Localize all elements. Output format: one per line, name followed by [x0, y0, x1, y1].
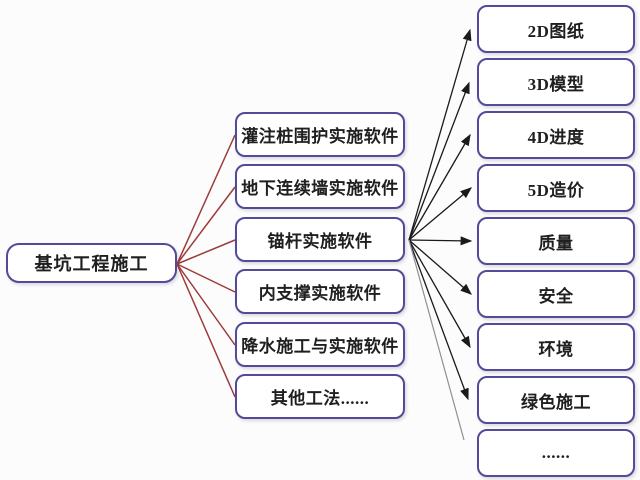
node-middle-other-methods: 其他工法...... — [235, 374, 405, 419]
node-middle-diaphragm-wall: 地下连续墙实施软件 — [235, 164, 405, 209]
node-right-3d-model: 3D模型 — [477, 58, 635, 106]
node-label: 其他工法...... — [270, 389, 370, 408]
node-right-safety: 安全 — [477, 270, 635, 318]
node-right-ellipsis: ...... — [477, 429, 635, 477]
link-middle-to-right-3 — [408, 133, 471, 241]
link-root-to-middle-6 — [176, 263, 236, 398]
node-label: 安全 — [538, 286, 574, 306]
node-label: 地下连续墙实施软件 — [241, 179, 399, 198]
node-label: 4D进度 — [527, 127, 585, 147]
link-middle-to-right-1 — [408, 28, 472, 241]
link-middle-to-right-7 — [408, 239, 471, 349]
node-label: 3D模型 — [527, 74, 585, 94]
link-root-to-middle-2 — [176, 186, 236, 265]
link-middle-to-right-8 — [408, 239, 469, 401]
node-middle-dewatering: 降水施工与实施软件 — [235, 322, 405, 367]
link-middle-to-right-4 — [408, 187, 472, 241]
node-root: 基坑工程施工 — [6, 243, 177, 283]
node-right-4d-schedule: 4D进度 — [477, 111, 635, 159]
node-label: 5D造价 — [527, 180, 585, 200]
node-label: 基坑工程施工 — [34, 254, 149, 274]
node-label: 环境 — [538, 339, 574, 359]
node-label: 灌注桩围护实施软件 — [241, 127, 399, 146]
link-root-to-middle-3 — [176, 239, 236, 265]
node-label: ...... — [541, 443, 571, 462]
link-middle-to-right-2 — [408, 81, 470, 241]
node-middle-anchor: 锚杆实施软件 — [235, 217, 405, 262]
node-right-quality: 质量 — [477, 217, 635, 265]
node-middle-inner-support: 内支撑实施软件 — [235, 269, 405, 314]
node-label: 降水施工与实施软件 — [241, 337, 399, 356]
link-root-to-middle-5 — [176, 263, 236, 346]
node-right-green-construction: 绿色施工 — [477, 376, 635, 424]
node-middle-bored-pile: 灌注桩围护实施软件 — [235, 112, 405, 157]
link-middle-to-right-5 — [408, 236, 473, 246]
node-label: 内支撑实施软件 — [258, 284, 382, 303]
node-label: 2D图纸 — [527, 21, 585, 41]
node-label: 锚杆实施软件 — [267, 232, 373, 251]
node-label: 绿色施工 — [521, 392, 591, 412]
node-right-environment: 环境 — [477, 323, 635, 371]
node-label: 质量 — [538, 233, 574, 253]
link-middle-to-right-9 — [408, 239, 465, 441]
link-root-to-middle-1 — [176, 134, 236, 265]
link-root-to-middle-4 — [176, 263, 236, 293]
link-middle-to-right-6 — [408, 239, 472, 295]
node-right-5d-cost: 5D造价 — [477, 164, 635, 212]
node-right-2d-drawings: 2D图纸 — [477, 5, 635, 53]
